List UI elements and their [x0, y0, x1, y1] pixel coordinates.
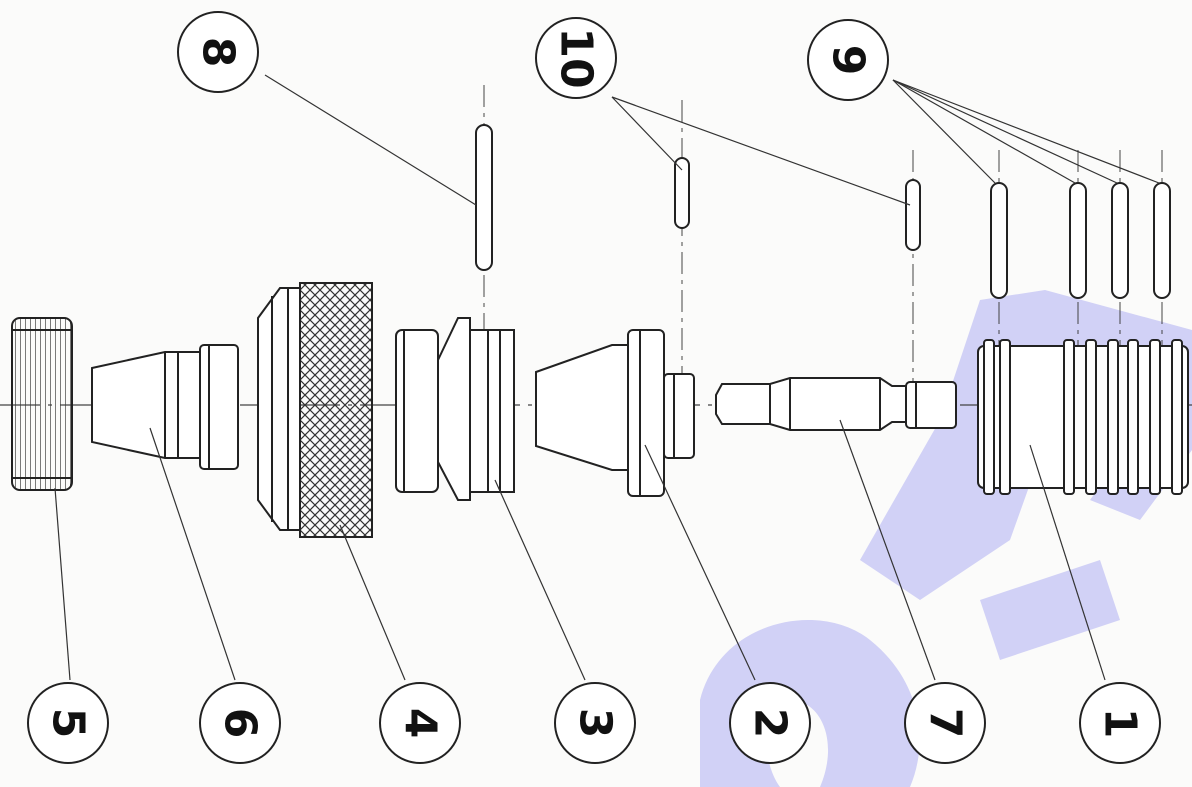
callout-circle-5: [27, 682, 109, 764]
callout-label-10: 10: [551, 27, 602, 88]
callout-label-5: 5: [43, 708, 94, 739]
callouts: [27, 11, 1161, 764]
part-4-knurled-housing: [257, 282, 373, 538]
callout-label-7: 7: [920, 708, 971, 739]
callout-label-6: 6: [215, 708, 266, 739]
callout-label-4: 4: [395, 708, 446, 739]
part-7-shaft: [715, 377, 957, 431]
callout-label-9: 9: [823, 45, 874, 76]
part-1-grooved-body: [977, 339, 1189, 495]
callout-label-2: 2: [745, 708, 796, 739]
leader-lines: [54, 74, 1160, 681]
callout-circle-2: [729, 682, 811, 764]
callout-circle-7: [904, 682, 986, 764]
callout-circle-1: [1079, 682, 1161, 764]
callout-circle-6: [199, 682, 281, 764]
part-5-knurled-nut: [11, 317, 73, 491]
callout-circle-4: [379, 682, 461, 764]
callout-label-1: 1: [1095, 708, 1146, 739]
callout-circle-3: [554, 682, 636, 764]
part-2-cone-flange: [535, 329, 695, 497]
part-6-cone: [91, 344, 239, 470]
pin-8: [475, 124, 493, 271]
callout-label-3: 3: [570, 708, 621, 739]
callout-circle-8: [177, 11, 259, 93]
part-3-spool: [395, 317, 515, 501]
pins-9: [990, 182, 1171, 299]
callout-labels: 1 7 2 3 4 6 5 8 10 9: [43, 27, 1146, 738]
pins-10: [674, 157, 921, 251]
callout-circle-10: [535, 17, 617, 99]
callout-label-8: 8: [193, 37, 244, 68]
callout-circle-9: [807, 19, 889, 101]
